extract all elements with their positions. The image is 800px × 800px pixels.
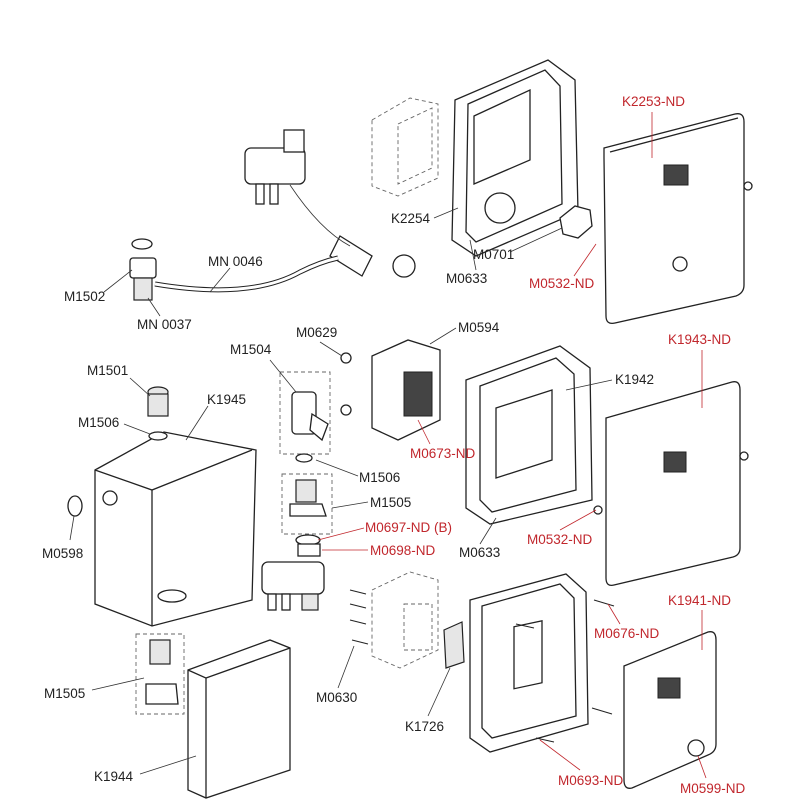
label-m1502: M1502 [64, 289, 105, 304]
label-m0693-nd: M0693-ND [558, 773, 624, 788]
label-m0673-nd: M0673-ND [410, 446, 476, 461]
label-k1942: K1942 [615, 372, 654, 387]
fitting-m1501 [147, 386, 169, 441]
label-m0633-middle: M0633 [459, 545, 500, 560]
washer-m0598 [67, 495, 83, 517]
valve-m1504 [279, 371, 331, 463]
label-k1726: K1726 [405, 719, 444, 734]
label-m1505-right: M1505 [370, 495, 411, 510]
label-m1505-left: M1505 [44, 686, 85, 701]
label-m0532-nd-middle: M0532-ND [527, 532, 593, 547]
label-k2254: K2254 [391, 211, 431, 226]
label-m0630: M0630 [316, 690, 357, 705]
label-k1941-nd: K1941-ND [668, 593, 731, 608]
electronics-module-top [371, 97, 439, 197]
label-m1501: M1501 [87, 363, 128, 378]
part-labels: K2253-ND K2254 M0701 M0633 M0532-ND MN 0… [42, 94, 746, 796]
label-m0676-nd: M0676-ND [594, 626, 660, 641]
leader-lines [69, 112, 707, 779]
installation-box-k1945 [94, 431, 257, 627]
label-m0532-nd-top: M0532-ND [529, 276, 595, 291]
label-mn0037: MN 0037 [137, 317, 192, 332]
label-m1504: M1504 [230, 342, 272, 357]
label-m0701: M0701 [473, 247, 514, 262]
label-k1943-nd: K1943-ND [668, 332, 731, 347]
label-m1506-left: M1506 [78, 415, 119, 430]
label-m0698-nd: M0698-ND [370, 543, 436, 558]
solenoid-valve-top [244, 129, 416, 278]
label-k1944: K1944 [94, 769, 134, 784]
label-m0598: M0598 [42, 546, 83, 561]
label-k1945: K1945 [207, 392, 246, 407]
label-m1506-right: M1506 [359, 470, 400, 485]
label-k2253-nd: K2253-ND [622, 94, 685, 109]
cover-plate-k1943 [593, 381, 749, 586]
screws-m0676 [515, 599, 615, 743]
fitting-m1505-right [281, 473, 333, 557]
fitting-m1502 [129, 238, 157, 301]
cover-plate-k2253 [603, 113, 753, 324]
mounting-frame-m0693 [469, 573, 589, 753]
label-m0633-top: M0633 [446, 271, 487, 286]
mounting-frame-k1942 [465, 345, 593, 525]
label-m0599-nd: M0599-ND [680, 781, 746, 796]
electronics-module-m0594 [340, 339, 441, 441]
cover-plate-k1941 [623, 631, 717, 789]
mounting-frame-k2254 [451, 59, 579, 257]
label-mn0046: MN 0046 [208, 254, 263, 269]
label-m0594: M0594 [458, 320, 500, 335]
solenoid-valve-lower [261, 561, 325, 611]
label-m0697-nd-b: M0697-ND (B) [365, 520, 452, 535]
part-k1726 [443, 621, 465, 669]
cover-block-k1944 [187, 639, 291, 799]
electronics-module-lower [349, 571, 439, 669]
label-m0629: M0629 [296, 325, 337, 340]
nut-m0701 [559, 205, 593, 239]
fitting-m1505-left [135, 633, 185, 715]
